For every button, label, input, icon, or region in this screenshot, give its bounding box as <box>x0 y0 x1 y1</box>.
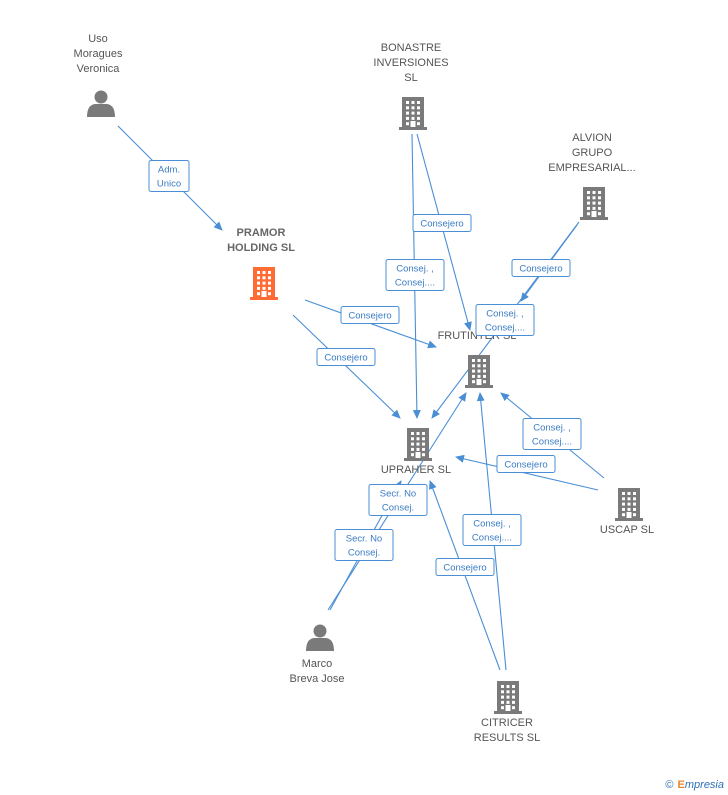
edge-pramor-upraher <box>292 314 401 419</box>
edge-label-text: Secr. No <box>346 534 382 545</box>
node-label-line: Uso <box>88 33 108 45</box>
edge-label-text: Consej. <box>382 503 414 514</box>
edge-label-text: Consej.... <box>532 437 572 448</box>
node-label-line: Marco <box>302 658 333 670</box>
edge-label-text: Consej. , <box>533 423 571 434</box>
edge-label[interactable]: Consej. , Consej.... <box>385 259 445 291</box>
person-icon <box>87 90 115 117</box>
edge-label-text: Consejero <box>324 353 367 364</box>
edge-label[interactable]: Consejero <box>435 558 495 576</box>
node-label-line: ALVION <box>572 132 612 144</box>
edge-label-text: Consejero <box>443 563 486 574</box>
person-icon <box>306 624 334 651</box>
edge-label[interactable]: Secr. No Consej. <box>368 484 428 516</box>
node-label-line: UPRAHER SL <box>381 464 451 476</box>
edge-label[interactable]: Secr. No Consej. <box>334 529 394 561</box>
node-label-line: Breva Jose <box>289 673 344 685</box>
edge-label[interactable]: Adm. Unico <box>148 160 190 192</box>
edge-label[interactable]: Consejero <box>412 214 472 232</box>
node-label-line: PRAMOR <box>237 227 286 239</box>
node-bonastre[interactable]: BONASTRE INVERSIONES SL <box>373 42 449 130</box>
copyright-symbol: © <box>665 779 674 791</box>
node-label-line: INVERSIONES <box>373 57 448 69</box>
edge-label-text: Consej.... <box>485 323 525 334</box>
edge-label-text: Unico <box>157 179 181 190</box>
building-icon <box>404 428 432 461</box>
node-label-line: USCAP SL <box>600 524 654 536</box>
node-citricer[interactable]: CITRICER RESULTS SL <box>474 681 540 744</box>
node-label-line: Moragues <box>74 48 123 60</box>
brand-name: mpresia <box>684 779 724 791</box>
building-icon <box>465 355 493 388</box>
node-label-line: HOLDING SL <box>227 242 295 254</box>
edge-label-text: Consejero <box>519 264 562 275</box>
node-label-line: BONASTRE <box>381 42 442 54</box>
edge-label-text: Adm. <box>158 165 180 176</box>
edge-label-text: Consej. <box>348 548 380 559</box>
edge-label[interactable]: Consejero <box>496 455 556 473</box>
brand-initial: E <box>677 779 685 791</box>
node-upraher[interactable]: UPRAHER SL <box>381 428 451 476</box>
edge-uscap-upraher <box>455 454 599 491</box>
node-alvion[interactable]: ALVION GRUPO EMPRESARIAL... <box>548 132 636 220</box>
edge-label[interactable]: Consej. , Consej.... <box>475 304 535 336</box>
footer-brand: ©Empresia <box>665 779 724 791</box>
edge-label-text: Consej. , <box>486 309 524 320</box>
building-icon <box>615 488 643 521</box>
edges-layer <box>117 125 605 671</box>
node-label-line: EMPRESARIAL... <box>548 162 635 174</box>
building-icon <box>580 187 608 220</box>
building-icon <box>494 681 522 714</box>
node-label-line: Veronica <box>77 63 121 75</box>
edge-label[interactable]: Consejero <box>340 306 400 324</box>
node-uscap[interactable]: USCAP SL <box>600 488 654 536</box>
edge-label-text: Secr. No <box>380 489 416 500</box>
node-frutinter[interactable]: FRUTINTER SL <box>438 330 517 388</box>
edge-label[interactable]: Consej. , Consej.... <box>522 418 582 450</box>
node-label-line: GRUPO <box>572 147 613 159</box>
edge-label-text: Consejero <box>420 219 463 230</box>
edge-label[interactable]: Consejero <box>316 348 376 366</box>
building-icon <box>399 97 427 130</box>
edge-label-text: Consejero <box>348 311 391 322</box>
edge-label-text: Consej.... <box>472 533 512 544</box>
edge-label-text: Consejero <box>504 460 547 471</box>
node-label-line: RESULTS SL <box>474 732 540 744</box>
edge-label-text: Consej.... <box>395 278 435 289</box>
building-icon <box>250 267 278 300</box>
node-pramor[interactable]: PRAMOR HOLDING SL <box>227 227 295 300</box>
edge-label[interactable]: Consejero <box>511 259 571 277</box>
edge-label-text: Consej. , <box>473 519 511 530</box>
node-label-line: SL <box>404 72 417 84</box>
node-label-line: CITRICER <box>481 717 533 729</box>
edge-label[interactable]: Consej. , Consej.... <box>462 514 522 546</box>
edge-label-text: Consej. , <box>396 264 434 275</box>
